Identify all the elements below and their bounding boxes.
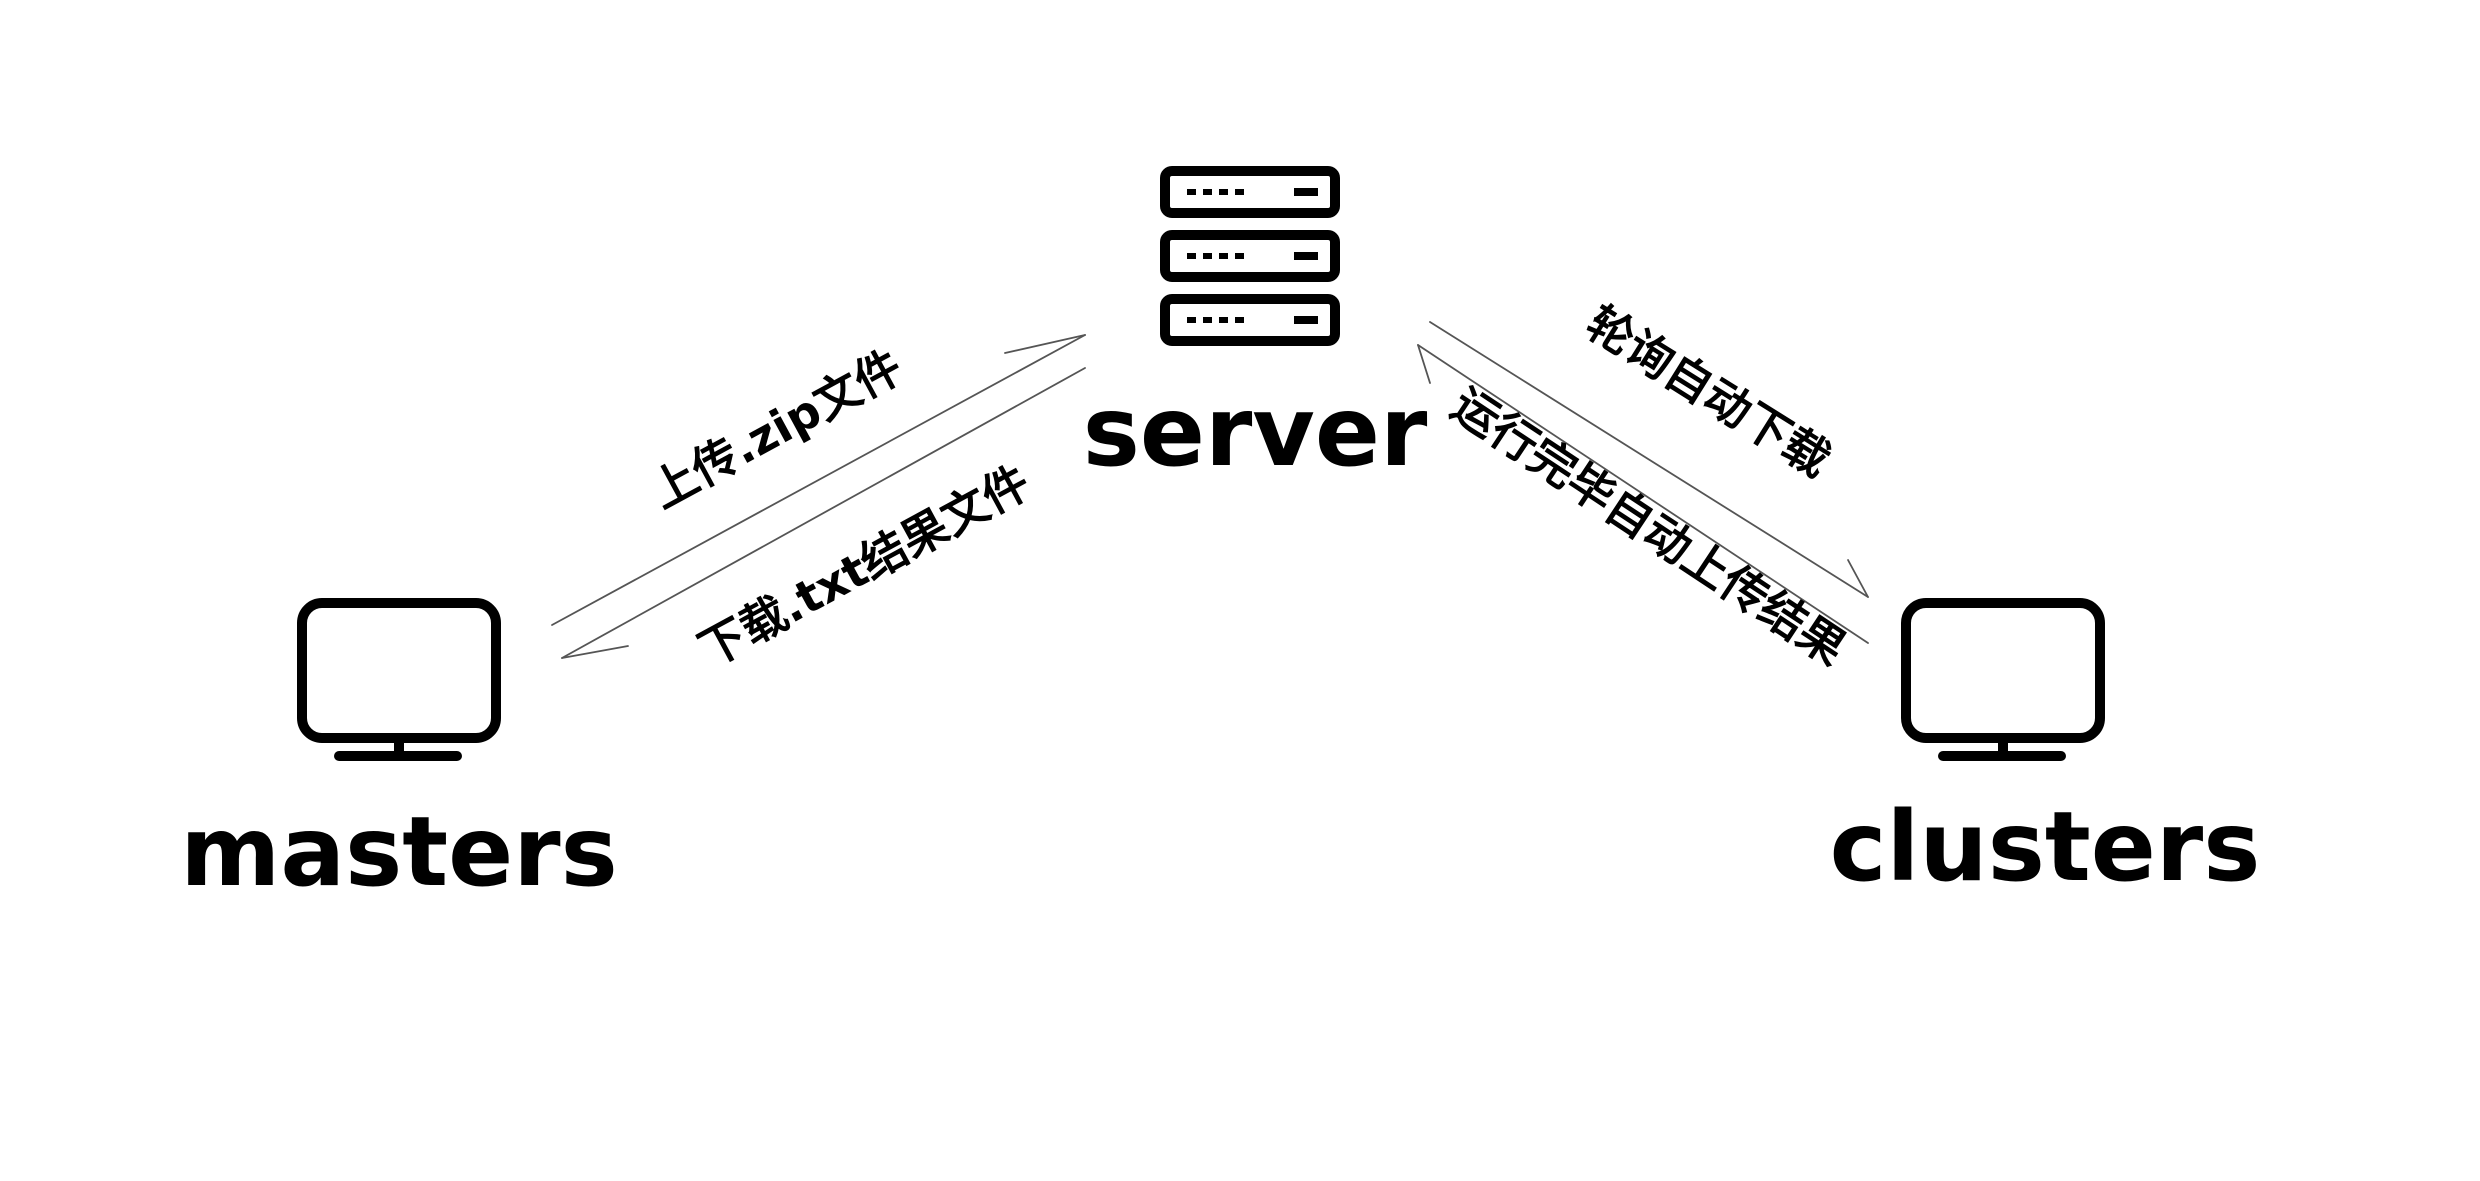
download-txt-label: 下载.txt结果文件 xyxy=(690,455,1038,678)
server-rack-icon xyxy=(1160,166,1340,346)
clusters-node: clusters xyxy=(1830,598,2261,903)
clusters-label: clusters xyxy=(1830,791,2261,903)
upload-zip-label: 上传.zip文件 xyxy=(642,339,911,519)
masters-label: masters xyxy=(180,796,617,908)
server-label: server xyxy=(1083,376,1428,488)
server-node: server xyxy=(1083,166,1428,488)
arrow-masters-to-server xyxy=(551,334,1086,626)
arrow-server-to-clusters xyxy=(1429,321,1869,598)
masters-monitor-icon xyxy=(297,598,501,761)
arrow-server-to-masters xyxy=(561,367,1086,659)
poll-download-label: 轮询自动下载 xyxy=(1577,295,1840,487)
masters-node: masters xyxy=(180,598,618,908)
clusters-monitor-icon xyxy=(1901,598,2105,761)
arrows xyxy=(551,321,1869,659)
arrow-clusters-to-server xyxy=(1417,344,1869,644)
